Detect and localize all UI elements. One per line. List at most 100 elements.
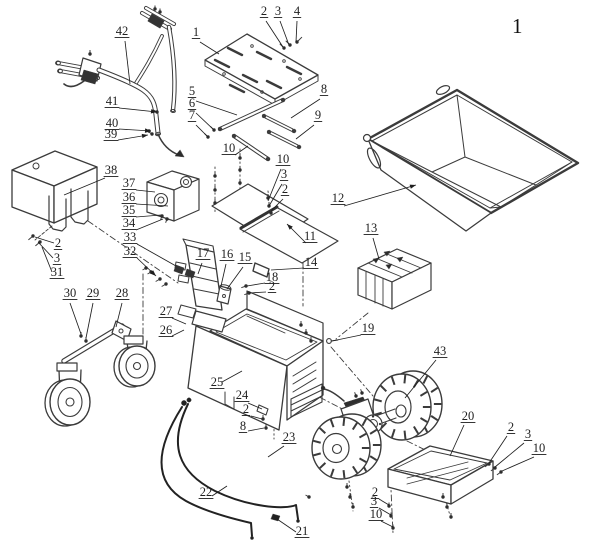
fastener-bolt xyxy=(238,179,242,185)
svg-text:31: 31 xyxy=(51,265,64,279)
svg-text:11: 11 xyxy=(304,229,316,243)
part-callout-29: 29 xyxy=(85,286,101,339)
svg-text:2: 2 xyxy=(282,182,288,196)
svg-text:35: 35 xyxy=(123,203,136,217)
plate-hole xyxy=(298,77,302,81)
fastener-bolt xyxy=(354,392,358,398)
handlebar-boom xyxy=(97,68,160,135)
rod-10 xyxy=(232,134,270,161)
part-callout-2: 2 xyxy=(270,182,290,212)
part-callout-3: 3 xyxy=(37,241,62,265)
battery-divider xyxy=(377,258,413,274)
part-callout-42: 42 xyxy=(114,24,131,85)
tray-side xyxy=(450,460,494,505)
part-callout-37: 37 xyxy=(121,176,156,193)
part-callout-38: 38 xyxy=(63,163,119,196)
cable-23 xyxy=(176,403,299,520)
chassis-divider xyxy=(246,315,286,334)
svg-text:3: 3 xyxy=(371,494,377,508)
part-callout-13: 13 xyxy=(363,221,380,260)
svg-text:39: 39 xyxy=(105,127,118,141)
caster-stem xyxy=(56,362,78,372)
part-callout-3: 3 xyxy=(268,167,289,207)
svg-text:5: 5 xyxy=(189,84,195,98)
fastener-bolt xyxy=(441,493,445,499)
fastener-bolt xyxy=(28,234,35,241)
svg-text:8: 8 xyxy=(321,82,327,96)
part-callout-21: 21 xyxy=(276,518,310,538)
svg-text:17: 17 xyxy=(197,246,210,260)
svg-text:41: 41 xyxy=(106,94,119,108)
fastener-bolt xyxy=(165,217,169,223)
svg-text:2: 2 xyxy=(261,4,267,18)
tread xyxy=(313,417,370,479)
cable-end xyxy=(296,519,300,523)
svg-text:37: 37 xyxy=(123,176,136,190)
part-callout-33: 33 xyxy=(122,230,177,267)
svg-text:38: 38 xyxy=(105,163,118,177)
mast-rung xyxy=(191,275,219,283)
fastener-bolt xyxy=(160,214,164,220)
caster-stem xyxy=(123,335,144,345)
handlebar-cross-tube xyxy=(144,6,176,26)
rod-end xyxy=(265,156,271,162)
fastener-bolt xyxy=(345,483,349,489)
part-callout-43: 43 xyxy=(404,344,448,399)
fastener-bolt xyxy=(490,466,497,472)
flange-bolt xyxy=(371,415,375,418)
part-callout-28: 28 xyxy=(114,286,130,328)
svg-text:27: 27 xyxy=(160,304,173,318)
align-line xyxy=(330,346,374,397)
caster-mount-hole xyxy=(118,328,124,334)
part-callout-10: 10 xyxy=(501,441,547,472)
part-callout-5: 5 xyxy=(187,84,238,116)
part-callout-3: 3 xyxy=(273,4,290,46)
hopper-interior xyxy=(371,140,433,173)
svg-text:10: 10 xyxy=(223,141,236,155)
step-bar xyxy=(290,395,323,412)
part-callout-25: 25 xyxy=(209,370,243,389)
rod-end xyxy=(217,126,223,132)
caster-wheel xyxy=(49,378,91,426)
part-callout-20: 20 xyxy=(449,409,476,457)
chassis-vent xyxy=(292,369,317,385)
tray-ridge xyxy=(406,461,469,479)
align-line xyxy=(87,220,179,284)
clamp-33 xyxy=(173,264,185,275)
page-number: 1 xyxy=(512,14,523,38)
svg-text:3: 3 xyxy=(275,4,281,18)
part-callout-19: 19 xyxy=(331,321,376,342)
part-callout-16: 16 xyxy=(219,247,235,287)
svg-text:1: 1 xyxy=(193,25,199,39)
svg-text:20: 20 xyxy=(462,409,475,423)
mast-rung xyxy=(193,288,220,295)
svg-text:32: 32 xyxy=(124,244,137,258)
bolt-guide xyxy=(348,480,354,512)
clamp-33 xyxy=(184,268,196,279)
part-callout-10: 10 xyxy=(221,141,249,156)
brake-lever xyxy=(63,80,85,88)
part-callout-26: 26 xyxy=(158,323,185,337)
part-callout-15: 15 xyxy=(226,250,253,290)
part-callout-30: 30 xyxy=(62,286,82,335)
part-callout-40: 40 xyxy=(104,116,152,133)
svg-text:14: 14 xyxy=(305,255,318,269)
part-callout-8: 8 xyxy=(238,419,265,433)
svg-text:34: 34 xyxy=(123,216,136,230)
link-bolt xyxy=(291,128,297,134)
mast-rung xyxy=(189,262,217,270)
part-callout-41: 41 xyxy=(104,94,158,114)
part-callout-23: 23 xyxy=(267,430,297,458)
part-callout-2: 2 xyxy=(34,236,63,250)
battery-terminal xyxy=(383,250,391,257)
lever-knob xyxy=(320,385,326,391)
battery-terminal xyxy=(385,263,393,270)
cover-plate-seal-edge xyxy=(242,210,280,233)
fastener-bolt xyxy=(261,415,265,421)
part-callout-12: 12 xyxy=(330,184,417,207)
hopper-ring xyxy=(362,133,372,143)
wheel-hub-right xyxy=(395,404,407,418)
svg-text:10: 10 xyxy=(277,152,290,166)
hopper-hook xyxy=(366,147,382,169)
